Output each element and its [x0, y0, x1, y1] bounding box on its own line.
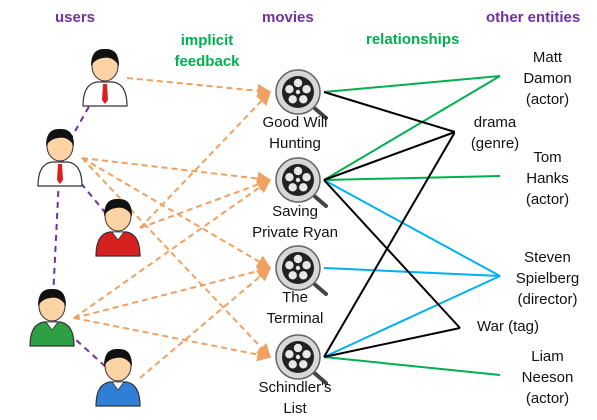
reel-hub [295, 177, 301, 183]
person-hair [91, 48, 119, 66]
feedback-arrow [139, 177, 272, 229]
movie-label-good-will-hunting: Good Will Hunting [262, 114, 328, 152]
feedback-arrow [81, 157, 272, 186]
reel-hole [293, 254, 303, 264]
collar [111, 231, 125, 241]
reel-hole [293, 78, 303, 88]
film-reel-icon [275, 69, 328, 120]
reel-hole [299, 271, 308, 280]
entity-liam-neeson: Liam Neeson (actor) [521, 348, 574, 407]
reel-hole [299, 95, 308, 104]
header-other-entities: other entities [486, 9, 581, 26]
actor-link [323, 356, 501, 376]
reel-hole [299, 183, 308, 192]
header-movies: movies [262, 9, 314, 26]
film-reel-icon [275, 245, 328, 296]
entity-tom-hanks: Tom Hanks (actor) [525, 149, 570, 208]
header-relationships: relationships [366, 31, 460, 48]
feedback-arrow [73, 264, 272, 319]
reel-hole [288, 271, 297, 280]
reel-film-tail [310, 192, 328, 208]
reel-hub [295, 265, 301, 271]
person-body [29, 321, 75, 347]
person-hair [38, 288, 66, 306]
reel-film-tail [310, 280, 328, 296]
genre-link [323, 91, 456, 133]
entity-drama-genre: drama (genre) [455, 112, 535, 154]
film-reel-icon [275, 334, 328, 385]
entity-war-tag: War (tag) [463, 316, 553, 337]
feedback-arrow [81, 157, 271, 359]
director-link [323, 275, 501, 358]
person-icon [82, 48, 128, 107]
reel-hole [288, 95, 297, 104]
feedback-arrow [73, 317, 272, 362]
feedback-arrow [81, 157, 272, 269]
feedback-arrow [126, 77, 272, 98]
reel-hole [302, 350, 311, 359]
tag-link [323, 327, 461, 358]
reel-hole [302, 173, 311, 182]
feedback-arrow [139, 90, 271, 229]
director-link [323, 179, 501, 277]
entity-matt-damon: Matt Damon (actor) [523, 49, 572, 108]
reel-hole [293, 166, 303, 176]
person-icon [29, 288, 75, 347]
person-body [95, 231, 141, 257]
reel-hole [302, 85, 311, 94]
reel-hole [288, 183, 297, 192]
reel-hub [295, 354, 301, 360]
header-users: users [55, 9, 96, 26]
person-icon [95, 198, 141, 257]
tag-link [323, 179, 461, 329]
person-hair [46, 128, 74, 146]
person-icon [37, 128, 83, 187]
entity-steven-spielberg: Steven Spielberg (director) [515, 249, 580, 308]
genre-link [323, 131, 456, 181]
necktie [102, 84, 108, 104]
reel-hole [285, 350, 294, 359]
person-icon [95, 348, 141, 407]
actor-link [323, 75, 501, 93]
reel-hole [293, 343, 303, 353]
header-implicit-feedback: implicit feedback [174, 32, 240, 70]
genre-link [323, 131, 456, 358]
edges-layer [51, 75, 501, 379]
reel-hole [285, 85, 294, 94]
reel-film-tail [310, 369, 328, 385]
actor-link [323, 75, 501, 181]
director-link [323, 267, 501, 277]
actor-link [323, 175, 501, 181]
collar [45, 321, 59, 331]
collar [111, 381, 125, 391]
film-reel-icon [275, 157, 328, 208]
reel-film-tail [310, 104, 328, 120]
movie-label-schindlers-list: Schindler's List [258, 379, 332, 417]
reel-hole [285, 173, 294, 182]
person-body [95, 381, 141, 407]
reel-hole [288, 360, 297, 369]
necktie [57, 164, 63, 184]
feedback-arrow [139, 267, 272, 379]
reel-hole [285, 261, 294, 270]
reel-hole [302, 261, 311, 270]
nodes-layer [29, 48, 328, 407]
reel-hub [295, 89, 301, 95]
movie-label-saving-private-ryan: Saving Private Ryan [252, 203, 338, 241]
person-hair [104, 348, 132, 366]
movie-label-the-terminal: The Terminal [266, 289, 324, 327]
person-hair [104, 198, 132, 216]
reel-hole [299, 360, 308, 369]
